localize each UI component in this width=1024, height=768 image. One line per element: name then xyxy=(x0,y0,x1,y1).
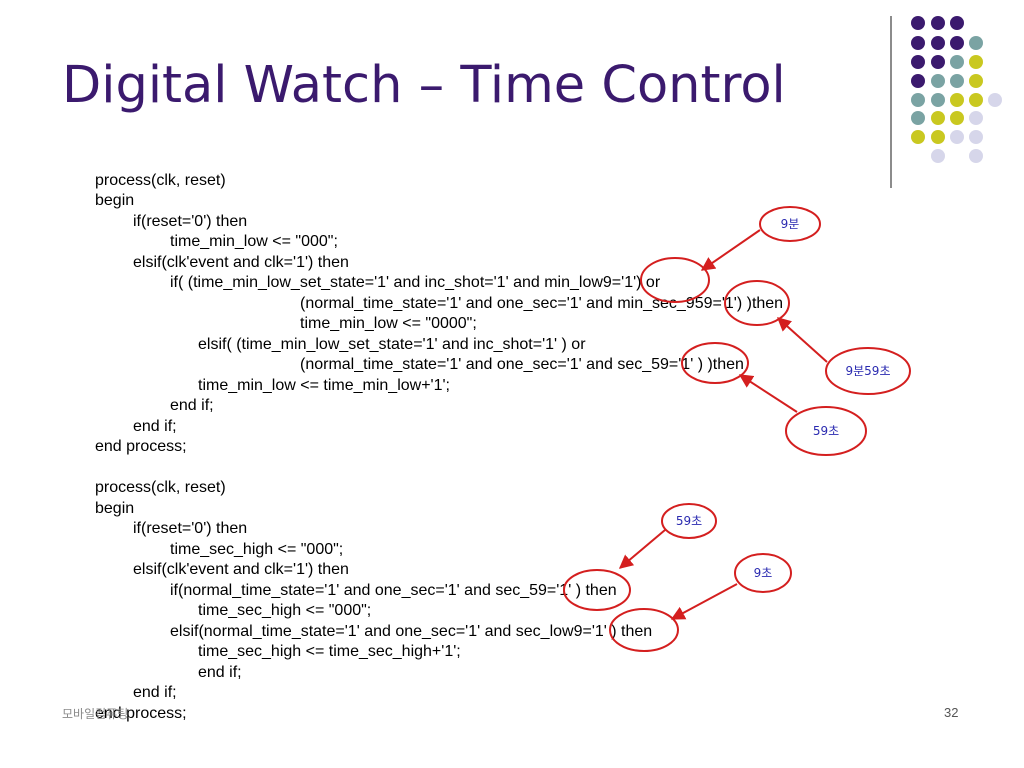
decorative-dot xyxy=(931,93,945,107)
decorative-dot xyxy=(969,36,983,50)
arrow-9min xyxy=(700,229,761,271)
code-line: end process; xyxy=(95,438,187,455)
highlight-ellipse-sec-59-b xyxy=(563,569,631,611)
code-line: if( (time_min_low_set_state='1' and inc_… xyxy=(170,274,661,291)
annotation-label: 59초 xyxy=(676,514,702,528)
annotation-label: 9분59초 xyxy=(846,364,891,378)
footer-course-name: 모바일컴퓨팅 xyxy=(62,707,129,721)
decorative-dot xyxy=(931,111,945,125)
highlight-ellipse-min-sec-959 xyxy=(724,280,790,326)
decorative-dot xyxy=(931,16,945,30)
arrow-9sec xyxy=(670,583,738,620)
decorative-dot xyxy=(911,93,925,107)
decorative-dot xyxy=(950,74,964,88)
decorative-dot xyxy=(931,55,945,69)
page-number: 32 xyxy=(944,705,959,720)
arrow-9min59sec xyxy=(776,317,828,363)
decorative-dot xyxy=(950,55,964,69)
code-line: end process; xyxy=(95,705,187,722)
vertical-divider xyxy=(890,16,892,188)
decorative-dot xyxy=(988,93,1002,107)
code-line: elsif(clk'event and clk='1') then xyxy=(133,561,349,578)
decorative-dot xyxy=(931,130,945,144)
code-line: (normal_time_state='1' and one_sec='1' a… xyxy=(300,295,784,312)
code-line: time_sec_high <= "000"; xyxy=(198,602,372,619)
arrow-59sec-b xyxy=(618,529,666,569)
decorative-dot xyxy=(950,16,964,30)
decorative-dot xyxy=(969,74,983,88)
decorative-dot xyxy=(931,149,945,163)
label-bubble-59sec-a xyxy=(785,406,867,456)
decorative-dot xyxy=(911,130,925,144)
code-line: elsif( (time_min_low_set_state='1' and i… xyxy=(198,336,586,353)
decorative-dot xyxy=(969,130,983,144)
code-line: begin xyxy=(95,500,135,517)
decorative-dot xyxy=(911,36,925,50)
code-line: time_min_low <= "000"; xyxy=(170,233,338,250)
decorative-dot xyxy=(931,36,945,50)
decorative-dot xyxy=(950,36,964,50)
highlight-ellipse-sec-59-a xyxy=(681,342,749,384)
highlight-ellipse-sec-low9 xyxy=(609,608,679,652)
code-line: if(reset='0') then xyxy=(133,520,248,537)
code-line: elsif(normal_time_state='1' and one_sec=… xyxy=(170,623,653,640)
decorative-dot-grid xyxy=(911,16,1002,163)
decorative-dot xyxy=(950,93,964,107)
code-line: process(clk, reset) xyxy=(95,172,226,189)
annotation-label: 9초 xyxy=(754,566,773,580)
decorative-dot xyxy=(950,111,964,125)
code-line: end if; xyxy=(133,418,177,435)
decorative-dot xyxy=(969,93,983,107)
code-line: time_sec_high <= "000"; xyxy=(170,541,344,558)
code-line: time_sec_high <= time_sec_high+'1'; xyxy=(198,643,461,660)
label-bubble-9min xyxy=(759,206,821,242)
code-line: end if; xyxy=(170,397,214,414)
annotation-label: 9분 xyxy=(781,217,800,231)
label-bubble-59sec-b xyxy=(661,503,717,539)
code-line: time_min_low <= time_min_low+'1'; xyxy=(198,377,450,394)
code-line: elsif(clk'event and clk='1') then xyxy=(133,254,349,271)
decorative-dot xyxy=(911,55,925,69)
label-bubble-9min59sec xyxy=(825,347,911,395)
code-line: process(clk, reset) xyxy=(95,479,226,496)
code-line: end if; xyxy=(198,664,242,681)
code-line: if(reset='0') then xyxy=(133,213,248,230)
code-line: time_min_low <= "0000"; xyxy=(300,315,477,332)
label-bubble-9sec xyxy=(734,553,792,593)
decorative-dot xyxy=(911,16,925,30)
code-line: (normal_time_state='1' and one_sec='1' a… xyxy=(300,356,744,373)
code-line: begin xyxy=(95,192,135,209)
decorative-dot xyxy=(911,111,925,125)
code-line: end if; xyxy=(133,684,177,701)
decorative-dot xyxy=(969,55,983,69)
decorative-dot xyxy=(931,74,945,88)
highlight-ellipse-min-low9 xyxy=(640,257,710,303)
decorative-dot xyxy=(950,130,964,144)
slide-title: Digital Watch – Time Control xyxy=(62,56,786,115)
arrow-59sec-a xyxy=(738,374,798,413)
decorative-dot xyxy=(911,74,925,88)
annotation-label: 59초 xyxy=(813,424,839,438)
code-line: if(normal_time_state='1' and one_sec='1'… xyxy=(170,582,617,599)
decorative-dot xyxy=(969,111,983,125)
decorative-dot xyxy=(969,149,983,163)
